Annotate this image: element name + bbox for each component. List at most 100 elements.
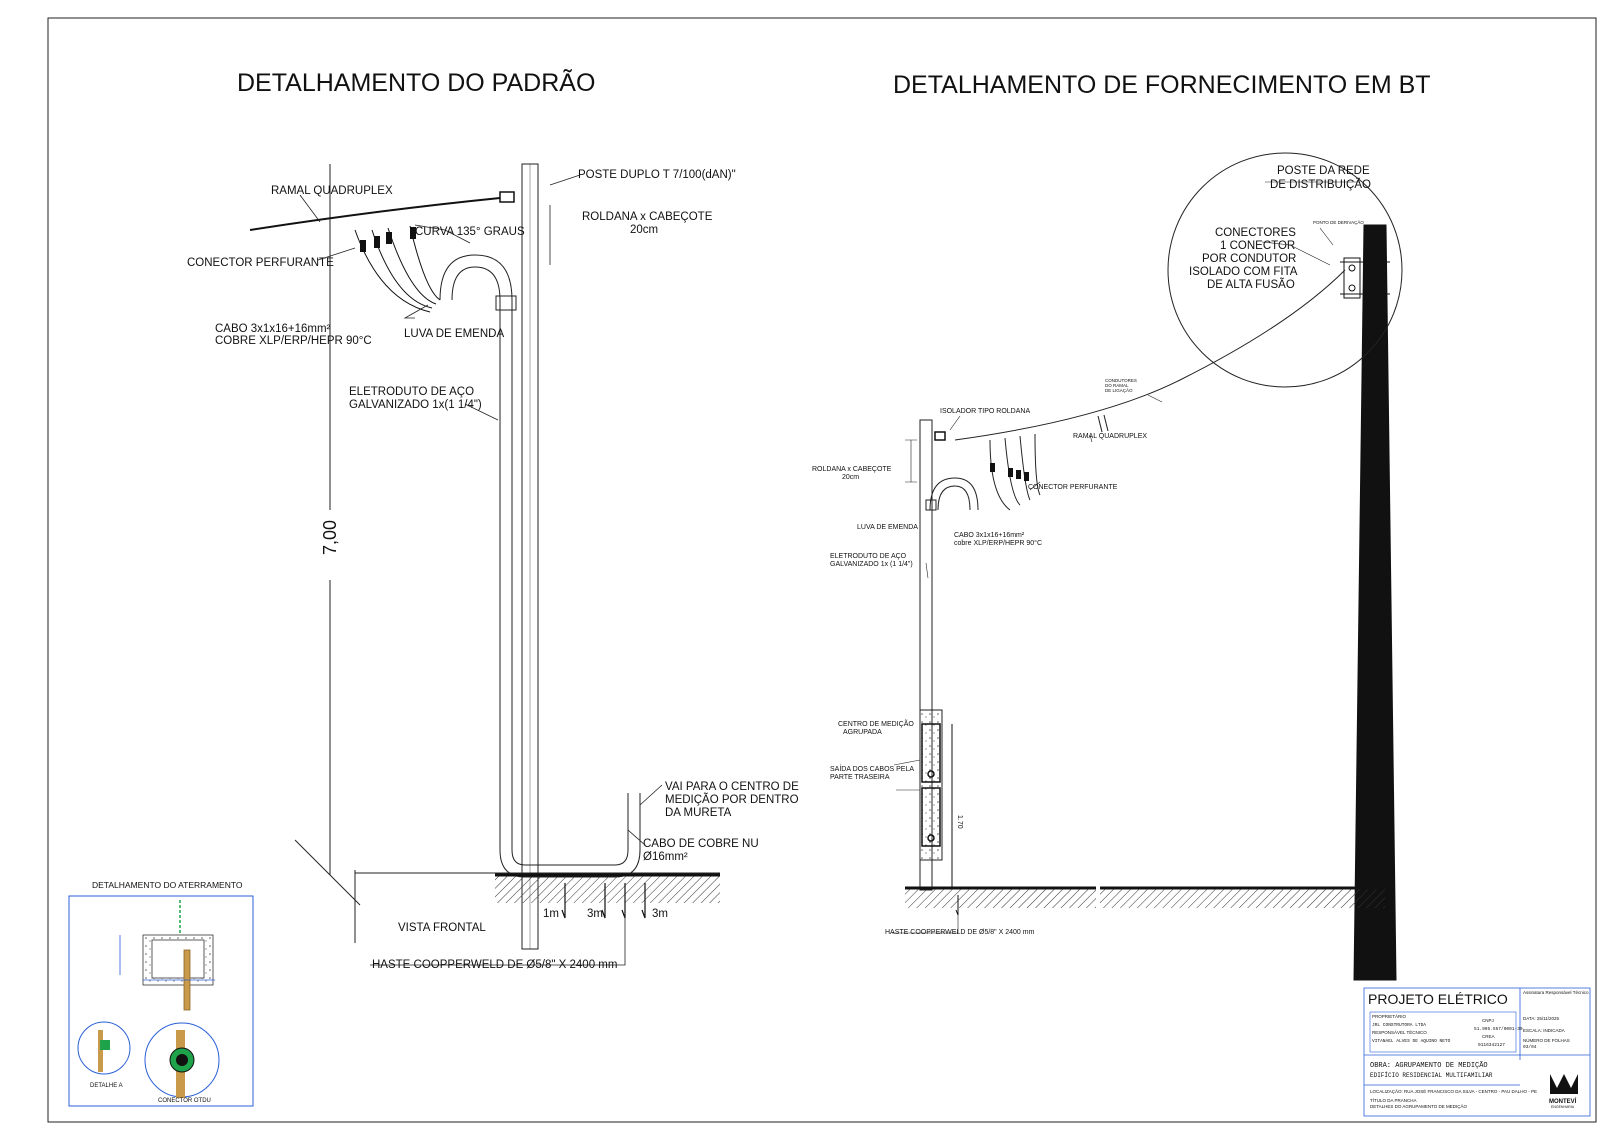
right-ground (905, 885, 1385, 916)
left-label-cabo-1: CABO 3x1x16+16mm² (215, 323, 331, 335)
left-label-ramal: RAMAL QUADRUPLEX (271, 185, 393, 197)
left-pole (521, 163, 539, 950)
signature-label: Assinatura Responsável Técnico (1523, 990, 1589, 995)
sheet-title-label: TÍTULO DA PRANCHA (1370, 1097, 1417, 1103)
left-label-nu-2: Ø16mm² (643, 851, 688, 863)
right-leaders (892, 181, 1360, 934)
right-label-cabo-1: CABO 3x1x16+16mm² (954, 532, 1025, 539)
building-label: EDIFÍCIO RESIDENCIAL MULTIFAMILIAR (1370, 1072, 1493, 1079)
scale-label: ESCALA: INDICADA (1523, 1028, 1565, 1033)
grounding-title: DETALHAMENTO DO ATERRAMENTO (92, 880, 243, 890)
right-label-eletro-1: ELETRODUTO DE AÇO (830, 553, 907, 560)
owner-label: PROPRIETÁRIO (1372, 1013, 1407, 1019)
right-label-poste-2: DE DISTRIBUIÇÃO (1270, 178, 1371, 191)
company-logo: MONTEVÍ ENGENHARIA (1549, 1074, 1578, 1109)
perforating-connectors (360, 227, 416, 252)
left-ramal-cable (249, 197, 501, 313)
svg-text:MONTEVÍ: MONTEVÍ (1549, 1097, 1577, 1105)
grounding-frame (68, 895, 254, 1107)
right-label-roldana-2: 20cm (842, 474, 859, 481)
detail-circle (1167, 152, 1403, 388)
left-label-d3: 3m (652, 908, 668, 920)
engineer-value: VITANAEL ALVES DE AQUINO NETO (1372, 1038, 1451, 1044)
right-label-saida-2: PARTE TRASEIRA (830, 774, 890, 781)
date-label: DATA: 25/11/2025 (1523, 1016, 1560, 1021)
right-label-cabo-2: cobre XLP/ERP/HEPR 90°C (954, 539, 1042, 547)
left-label-vai-1: VAI PARA O CENTRO DE (665, 781, 799, 793)
right-connectors (990, 463, 1029, 481)
right-label-condutores-2: DO RAMAL (1105, 383, 1129, 388)
left-label-nu-1: CABO DE COBRE NU (643, 838, 759, 850)
engineer-label: RESPONSÁVEL TÉCNICO (1372, 1029, 1427, 1035)
height-dimension (294, 164, 361, 943)
sheets-label: NÚMERO DE FOLHAS (1523, 1037, 1570, 1043)
otdu-connector-circle (144, 1022, 220, 1098)
otdu-label: CONECTOR OTDU (158, 1098, 211, 1104)
right-label-ramal: RAMAL QUADRUPLEX (1073, 433, 1147, 440)
left-label-luva: LUVA DE EMENDA (404, 328, 504, 340)
right-title: DETALHAMENTO DE FORNECIMENTO EM BT (893, 71, 1431, 99)
cnpj-value: 51.995.557/0001-30 (1474, 1026, 1523, 1032)
title-block (1363, 987, 1591, 1117)
left-label-conector: CONECTOR PERFURANTE (187, 257, 334, 269)
cabinet-height: 1.70 (956, 815, 963, 829)
left-insulator (499, 191, 515, 203)
right-label-con-5: DE ALTA FUSÃO (1207, 278, 1295, 291)
right-label-condutores-1: CONDUTORES (1105, 378, 1137, 383)
left-label-vai-3: DA MURETA (665, 807, 732, 819)
svg-text:ENGENHARIA: ENGENHARIA (1551, 1105, 1575, 1109)
cnpj-label: CNPJ (1482, 1018, 1494, 1023)
pole-bracket (1340, 257, 1390, 299)
project-title: PROJETO ELÉTRICO (1368, 991, 1508, 1007)
sheet-border (47, 17, 1597, 1123)
right-label-con-1: CONECTORES (1215, 227, 1296, 239)
crea-value: 0116342127 (1478, 1042, 1505, 1048)
meter-cabinet (921, 723, 953, 888)
right-label-ponto: PONTO DE DERIVAÇÃO (1313, 219, 1364, 225)
right-label-condutores-3: DE LIGAÇÃO (1105, 387, 1133, 393)
owner-box (1369, 1011, 1517, 1053)
right-label-luva: LUVA DE EMENDA (857, 524, 918, 531)
right-label-centro-1: CENTRO DE MEDIÇÃO (838, 719, 914, 728)
location-label: LOCALIZAÇÃO: RUA JOSÉ FRANCISCO DA SILVA… (1370, 1088, 1537, 1094)
left-label-vista: VISTA FRONTAL (398, 922, 486, 934)
left-label-cabo-2: COBRE XLP/ERP/HEPR 90°C (215, 335, 372, 347)
sheet-title-value: DETALHES DO AGRUPAMENTO DE MEDIÇÃO (1370, 1103, 1468, 1109)
left-label-d1: 1m (543, 908, 559, 920)
left-leaders (299, 174, 663, 966)
right-label-conector: CONECTOR PERFURANTE (1028, 484, 1118, 491)
right-label-haste: HASTE COOPPERWELD DE Ø5/8" X 2400 mm (885, 929, 1035, 936)
crea-label: CREA (1482, 1034, 1495, 1039)
left-label-poste: POSTE DUPLO T 7/100(dAN)" (578, 169, 736, 181)
sheets-value: 03/04 (1523, 1044, 1537, 1050)
right-label-saida-1: SAÍDA DOS CABOS PELA (830, 764, 914, 773)
right-label-con-4: ISOLADO COM FITA (1189, 266, 1298, 278)
right-label-poste-1: POSTE DA REDE (1277, 165, 1370, 177)
right-label-con-2: 1 CONECTOR (1220, 240, 1295, 252)
left-label-haste: HASTE COOPPERWELD DE Ø5/8" X 2400 mm (372, 959, 617, 971)
owner-value: JRL CONSTRUTORA LTDA (1372, 1022, 1426, 1028)
left-label-eletro-2: GALVANIZADO 1x(1 1/4") (349, 399, 482, 411)
height-label: 7,00 (320, 520, 340, 555)
right-small-pole (919, 419, 979, 891)
left-ground (355, 872, 720, 903)
left-label-d2: 3m (587, 908, 603, 920)
obra-label: OBRA: AGRUPAMENTO DE MEDIÇÃO (1370, 1061, 1488, 1070)
distribution-pole (1353, 224, 1397, 981)
left-title: DETALHAMENTO DO PADRÃO (237, 68, 595, 97)
left-label-roldana-2: 20cm (630, 224, 658, 236)
detail-a-label: DETALHE A (90, 1083, 123, 1089)
right-label-con-3: POR CONDUTOR (1202, 253, 1296, 265)
left-label-vai-2: MEDIÇÃO POR DENTRO (665, 793, 799, 806)
grounding-pit (119, 900, 215, 1011)
detail-a-circle (77, 1021, 131, 1075)
left-label-eletro-1: ELETRODUTO DE AÇO (349, 386, 474, 398)
right-ramal-cable (954, 269, 1346, 511)
right-label-isolador: ISOLADOR TIPO ROLDANA (940, 408, 1030, 415)
left-label-roldana-1: ROLDANA x CABEÇOTE (582, 211, 713, 223)
left-label-curva: CURVA 135° GRAUS (415, 226, 525, 238)
right-label-centro-2: AGRUPADA (843, 729, 882, 736)
left-conduit (439, 254, 641, 878)
right-label-roldana-1: ROLDANA x CABEÇOTE (812, 466, 892, 473)
